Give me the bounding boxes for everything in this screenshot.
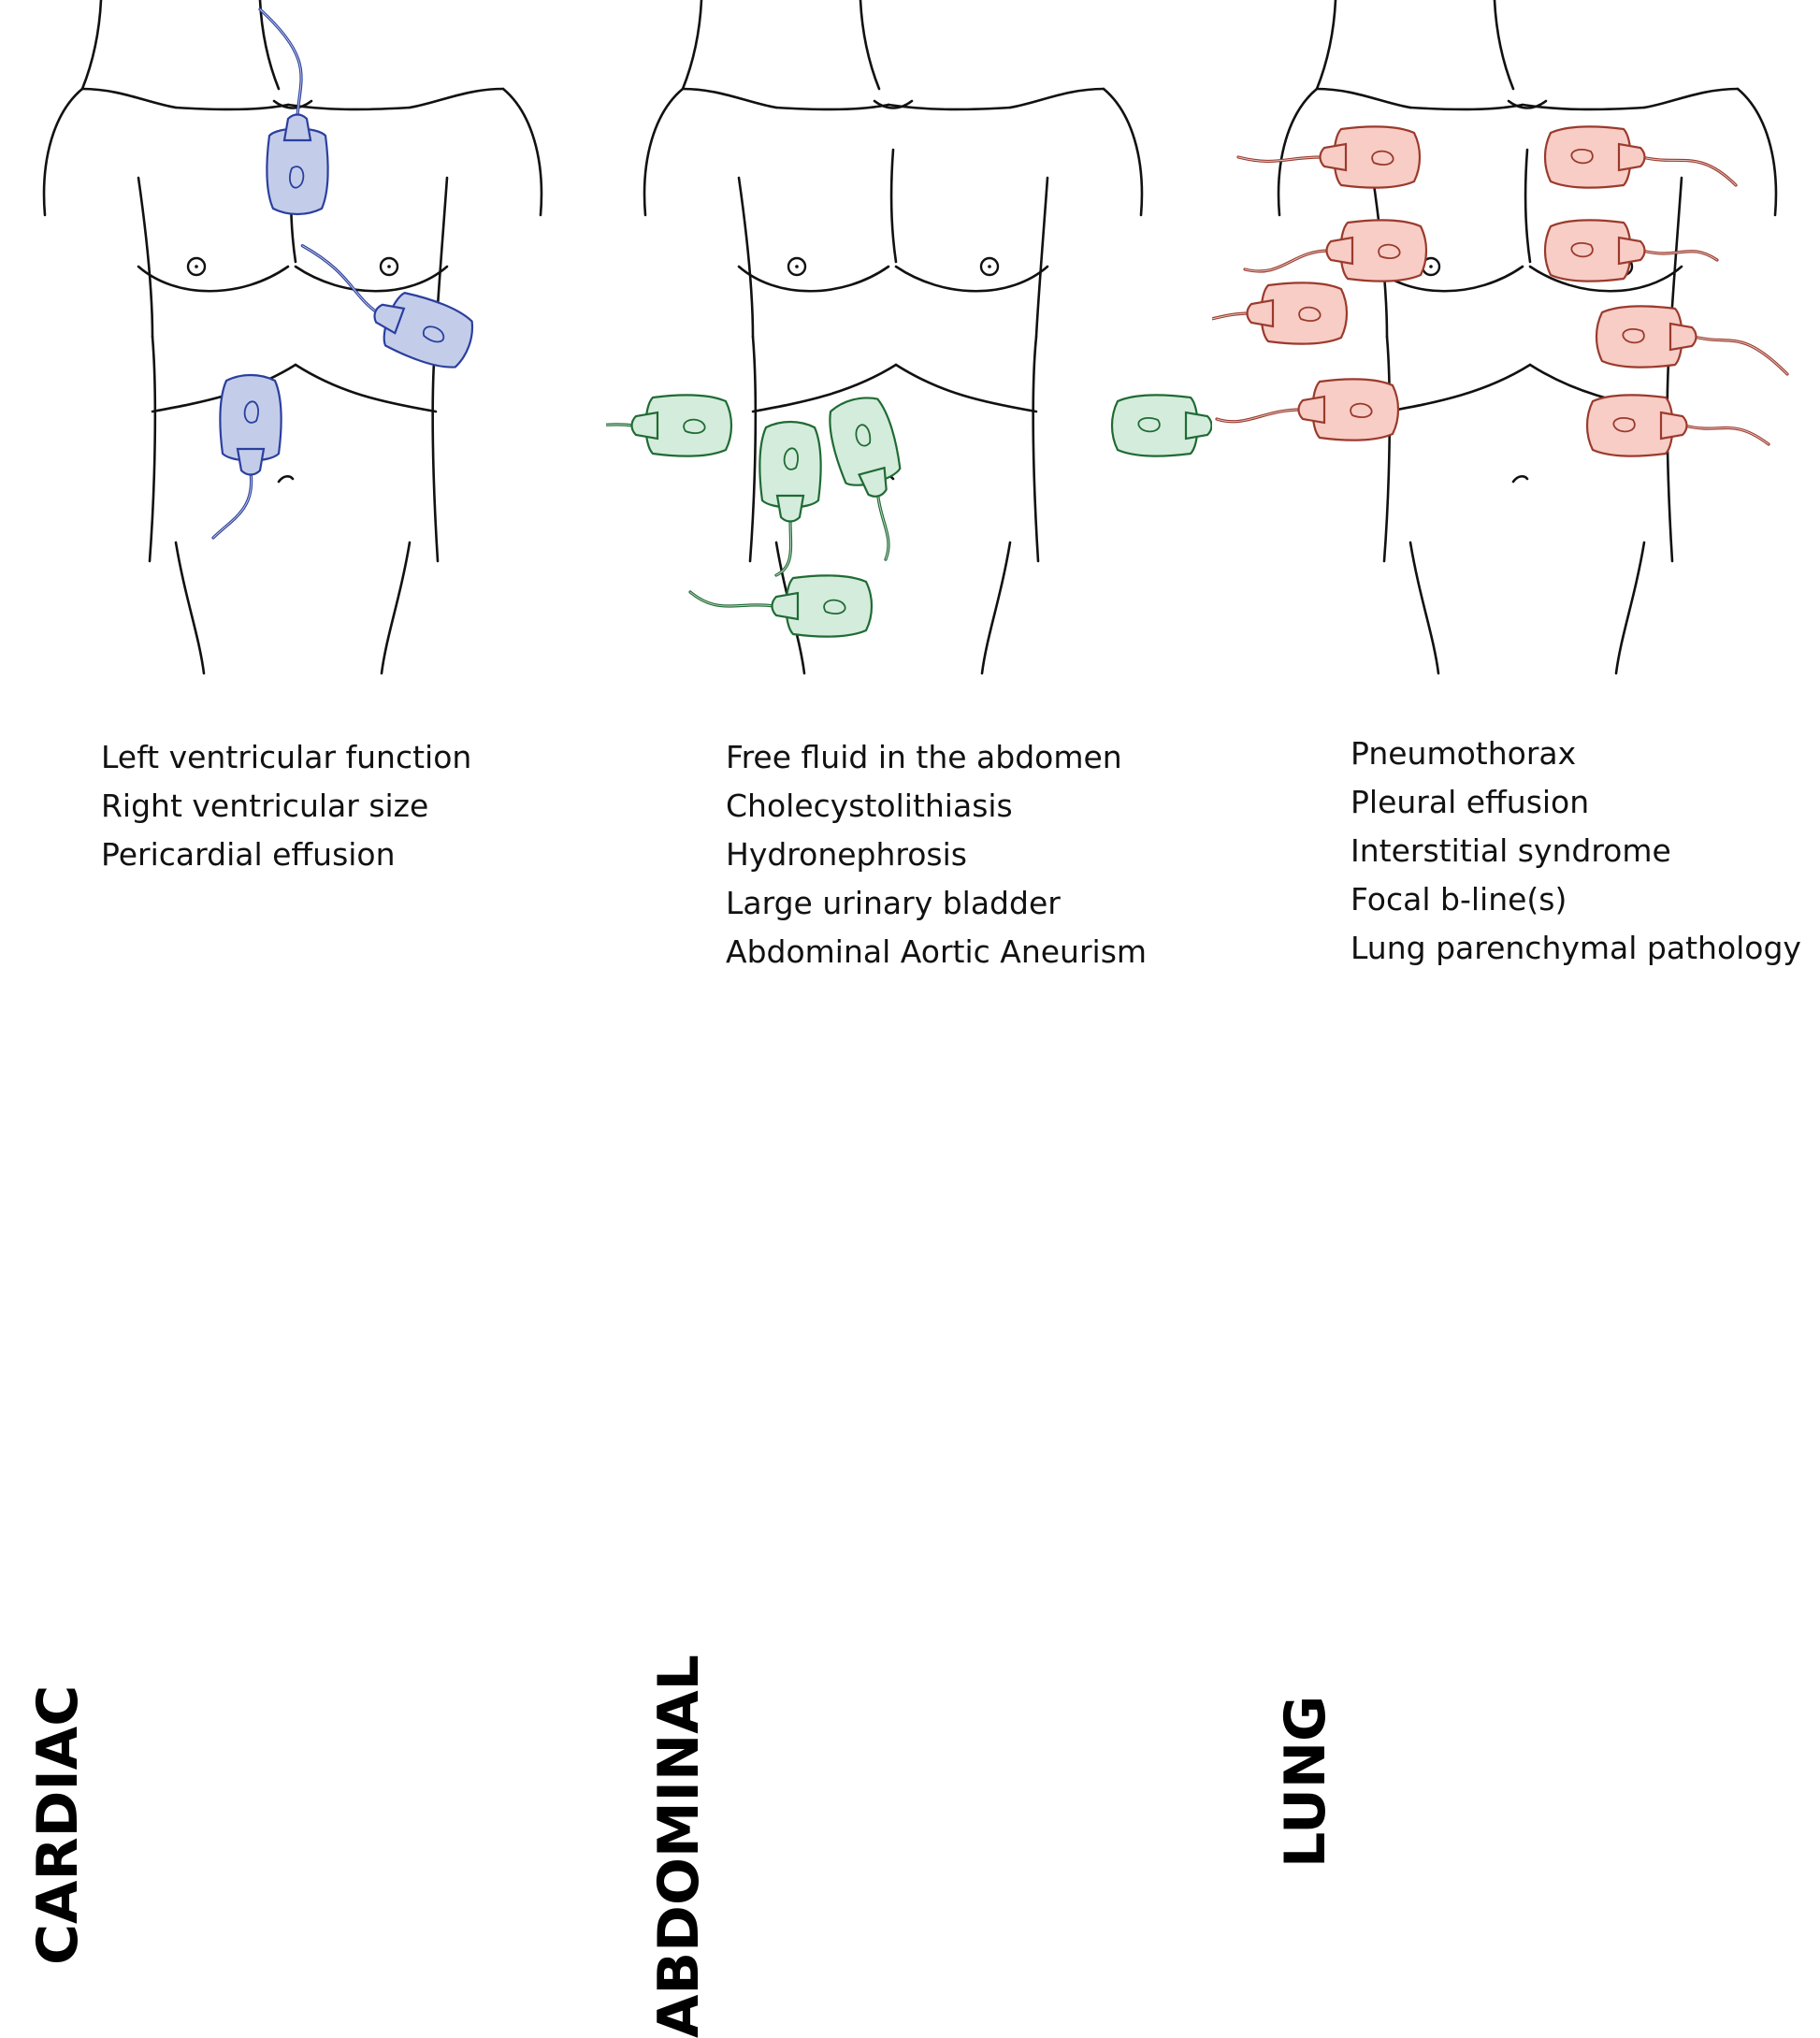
panel-label: ABDOMINAL (646, 1655, 712, 2038)
ultrasound-probe-icon (1215, 378, 1400, 441)
list-item: Pericardial effusion (101, 836, 396, 873)
ultrasound-probe-icon (829, 397, 902, 561)
abdominal-panel: ABDOMINAL Free fluid in the abdomen Chol… (606, 0, 1212, 2038)
indication-list: Pneumothorax Pleural effusion Interstiti… (1351, 730, 1801, 973)
panel-label: LUNG (1273, 1695, 1338, 1868)
ultrasound-probe-icon (1585, 394, 1770, 457)
list-item: Left ventricular function (101, 739, 472, 775)
list-item: Hydronephrosis (726, 836, 967, 873)
torso-body (643, 0, 1144, 675)
torso-outline (606, 0, 1212, 675)
ultrasound-probe-icon (1212, 282, 1349, 345)
panel-label: CARDIAC (25, 1684, 91, 1965)
list-item: Right ventricular size (101, 788, 429, 824)
ultrasound-probe-icon (258, 7, 329, 216)
list-item: Free fluid in the abdomen (726, 739, 1122, 775)
ultrasound-probe-icon (1595, 305, 1789, 376)
lung-panel: LUNG Pneumothorax Pleural effusion Inter… (1212, 0, 1818, 1868)
cardiac-panel: CARDIAC Left ventricular function Right … (0, 0, 606, 1965)
ultrasound-probe-icon (1543, 125, 1738, 189)
torso-outline (1212, 0, 1789, 675)
ultrasound-probe-icon (300, 244, 474, 369)
ultrasound-probe-icon (1236, 125, 1422, 189)
ultrasound-probe-icon (1243, 219, 1428, 282)
ultrasound-probe-icon (606, 394, 733, 457)
indication-list: Left ventricular function Right ventricu… (101, 733, 471, 879)
list-item: Interstitial syndrome (1351, 832, 1671, 869)
torso-outline (42, 0, 543, 675)
torso-body (1277, 0, 1778, 675)
list-item: Pleural effusion (1351, 784, 1590, 820)
list-item: Abdominal Aortic Aneurism (726, 933, 1148, 970)
list-item: Lung parenchymal pathology (1351, 930, 1801, 966)
list-item: Large urinary bladder (726, 885, 1061, 921)
ultrasound-probe-icon (1543, 219, 1719, 282)
ultrasound-probe-icon (1110, 394, 1212, 457)
ultrasound-probe-icon (758, 420, 822, 577)
indication-list: Free fluid in the abdomen Cholecystolith… (726, 733, 1147, 976)
list-item: Focal b-line(s) (1351, 881, 1567, 918)
list-item: Pneumothorax (1351, 735, 1577, 772)
ultrasound-probe-icon (211, 373, 282, 540)
list-item: Cholecystolithiasis (726, 788, 1013, 824)
ultrasound-probe-icon (688, 574, 874, 638)
